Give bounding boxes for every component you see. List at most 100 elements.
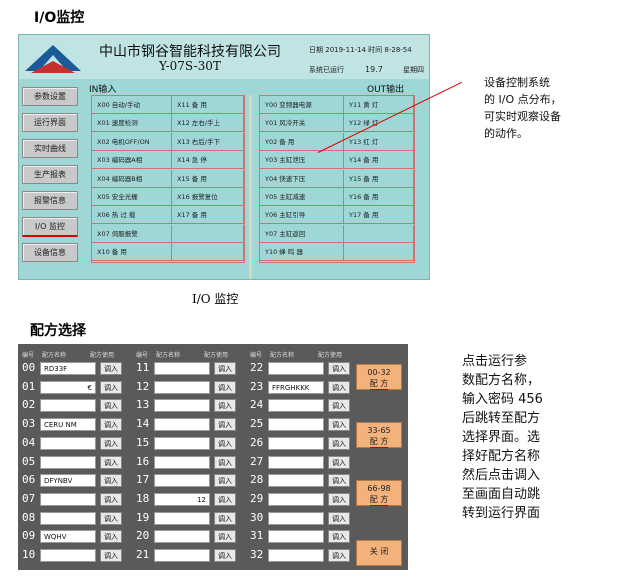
recipe-name-field[interactable] xyxy=(268,418,324,432)
recipe-name-field[interactable] xyxy=(40,399,96,413)
screen-header: 中山市钢谷智能科技有限公司 Y-07S-30T 日期 2019-11-14 时间… xyxy=(19,35,429,79)
call-button[interactable]: 调入 xyxy=(214,474,236,488)
recipe-name-field[interactable] xyxy=(268,362,324,375)
call-button[interactable]: 调入 xyxy=(100,492,122,506)
call-button[interactable]: 调入 xyxy=(214,436,236,450)
call-button[interactable]: 调入 xyxy=(100,530,122,544)
recipe-number: 06 xyxy=(22,473,36,487)
call-button[interactable]: 调入 xyxy=(100,474,122,488)
call-button[interactable]: 调入 xyxy=(328,455,350,469)
call-button[interactable]: 调入 xyxy=(100,455,122,469)
side-button-6[interactable]: 设备信息 xyxy=(22,243,78,262)
recipe-name-field[interactable] xyxy=(268,436,324,450)
column-header: 编号 xyxy=(136,352,149,359)
recipe-name-field[interactable] xyxy=(268,399,324,413)
recipe-name-field[interactable] xyxy=(40,511,96,525)
call-button[interactable]: 调入 xyxy=(100,549,122,562)
recipe-name-field[interactable] xyxy=(154,474,210,488)
recipe-number: 31 xyxy=(250,529,264,543)
note-line: 至画面自动跳 xyxy=(462,487,541,502)
recipe-name-field[interactable] xyxy=(154,530,210,544)
recipe-name-field[interactable]: CERU NM xyxy=(40,418,96,432)
call-button[interactable]: 调入 xyxy=(214,511,236,525)
side-button-1[interactable]: 运行界面 xyxy=(22,113,78,132)
call-button[interactable]: 调入 xyxy=(328,474,350,488)
recipe-name-field[interactable] xyxy=(40,492,96,506)
recipe-name-field[interactable] xyxy=(40,549,96,562)
side-button-5[interactable]: I/O 监控 xyxy=(22,217,78,237)
call-button[interactable]: 调入 xyxy=(214,380,236,394)
recipe-name-field[interactable] xyxy=(268,549,324,562)
recipe-name-field[interactable]: € xyxy=(40,380,96,394)
recipe-number: 18 xyxy=(136,491,150,505)
call-button[interactable]: 调入 xyxy=(100,362,122,375)
call-button[interactable]: 调入 xyxy=(328,549,350,562)
call-button[interactable]: 调入 xyxy=(214,362,236,375)
recipe-name-field[interactable] xyxy=(154,549,210,562)
call-button[interactable]: 调入 xyxy=(328,511,350,525)
recipe-name-field[interactable] xyxy=(154,399,210,413)
call-button[interactable]: 调入 xyxy=(328,380,350,394)
column-header: 配方使用 xyxy=(204,352,229,359)
call-button[interactable]: 调入 xyxy=(328,436,350,450)
recipe-name-field[interactable] xyxy=(40,436,96,450)
recipe-name-field[interactable]: WQHV xyxy=(40,530,96,544)
recipe-name-field[interactable]: RD33F xyxy=(40,362,96,375)
call-button[interactable]: 调入 xyxy=(100,436,122,450)
recipe-name-field[interactable] xyxy=(154,511,210,525)
call-button[interactable]: 调入 xyxy=(328,418,350,432)
call-button[interactable]: 调入 xyxy=(100,380,122,394)
recipe-name-field[interactable] xyxy=(268,511,324,525)
range-sub-label: 配 方 xyxy=(369,379,389,390)
side-button-3[interactable]: 生产报表 xyxy=(22,165,78,184)
recipe-name-field[interactable] xyxy=(154,436,210,450)
recipe-name-field[interactable] xyxy=(268,455,324,469)
call-button[interactable]: 调入 xyxy=(214,455,236,469)
io-point: Y05 主缸减速 xyxy=(260,188,344,206)
call-button[interactable]: 调入 xyxy=(214,549,236,562)
recipe-number: 19 xyxy=(136,510,150,524)
recipe-name-field[interactable] xyxy=(268,530,324,544)
range-label: 66-98 xyxy=(367,484,391,493)
recipe-name-field[interactable] xyxy=(154,362,210,375)
side-button-0[interactable]: 参数设置 xyxy=(22,87,78,106)
recipe-name-field[interactable]: DFYNBV xyxy=(40,474,96,488)
recipe-number: 16 xyxy=(136,454,150,468)
call-button[interactable]: 调入 xyxy=(328,492,350,506)
call-button[interactable]: 调入 xyxy=(328,530,350,544)
recipe-name-field[interactable] xyxy=(268,492,324,506)
io-point: Y12 绿 灯 xyxy=(344,114,414,133)
column-header: 配方名称 xyxy=(156,352,181,359)
recipe-name-field[interactable] xyxy=(154,380,210,394)
recipe-name-field[interactable] xyxy=(268,474,324,488)
recipe-number: 21 xyxy=(136,548,150,561)
recipe-number: 00 xyxy=(22,361,36,374)
recipe-name-field[interactable] xyxy=(40,455,96,469)
io-point: X02 电机OFF/ON xyxy=(92,132,172,151)
call-button[interactable]: 调入 xyxy=(214,418,236,432)
call-button[interactable]: 调入 xyxy=(214,530,236,544)
call-button[interactable]: 调入 xyxy=(214,492,236,506)
column-header: 配方使用 xyxy=(318,352,343,359)
call-button[interactable]: 调入 xyxy=(328,362,350,375)
close-button[interactable]: 关 闭 xyxy=(356,540,402,566)
call-button[interactable]: 调入 xyxy=(328,399,350,413)
recipe-name-field[interactable] xyxy=(154,455,210,469)
call-button[interactable]: 调入 xyxy=(100,418,122,432)
recipe-number: 22 xyxy=(250,361,264,374)
io-point: X10 备 用 xyxy=(92,243,172,262)
call-button[interactable]: 调入 xyxy=(100,511,122,525)
side-button-4[interactable]: 报警信息 xyxy=(22,191,78,210)
recipe-name-field[interactable]: FFRGHKKK xyxy=(268,380,324,394)
call-button[interactable]: 调入 xyxy=(214,399,236,413)
recipe-number: 11 xyxy=(136,361,150,374)
side-button-2[interactable]: 实时曲线 xyxy=(22,139,78,158)
recipe-name-field[interactable]: 12 xyxy=(154,492,210,506)
recipe-name-field[interactable] xyxy=(154,418,210,432)
call-button[interactable]: 调入 xyxy=(100,399,122,413)
